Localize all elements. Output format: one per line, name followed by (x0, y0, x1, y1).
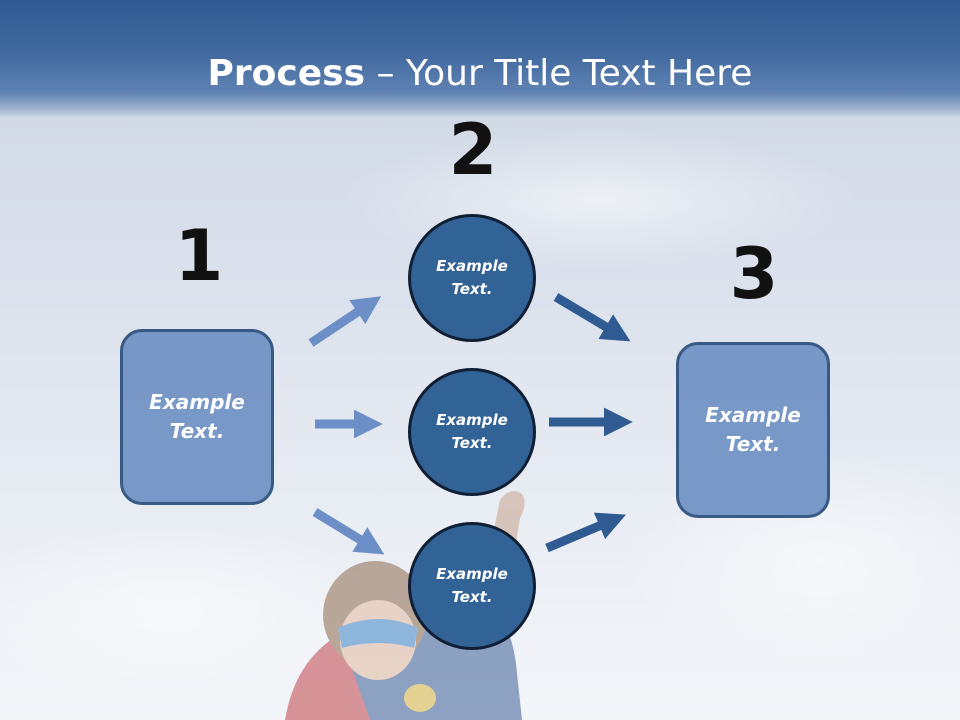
circle-top-line2: Text. (451, 280, 493, 298)
step-number-1: 1 (174, 215, 224, 297)
left-box-line2: Text. (169, 419, 225, 443)
arrow-bottom-to-right (545, 512, 626, 553)
step-number-3: 3 (729, 233, 779, 315)
step-number-2: 2 (448, 109, 498, 191)
title-rest: – Your Title Text Here (365, 53, 753, 94)
right-box-line2: Text. (725, 432, 781, 456)
page-title: Process – Your Title Text Here (0, 52, 960, 96)
circle-bottom-line1: Example (436, 565, 508, 583)
arrow-left-to-bottom (312, 508, 385, 555)
title-bold: Process (207, 53, 366, 94)
title-bar (0, 0, 960, 118)
circle-middle-line1: Example (436, 411, 508, 429)
arrow-left-to-top (308, 296, 382, 347)
circle-middle-line2: Text. (451, 434, 493, 452)
left-box-line1: Example (149, 390, 245, 414)
arrow-top-to-right (553, 293, 631, 342)
right-box-line1: Example (705, 403, 801, 427)
circle-bottom-line2: Text. (451, 588, 493, 606)
circle-top-line1: Example (436, 257, 508, 275)
